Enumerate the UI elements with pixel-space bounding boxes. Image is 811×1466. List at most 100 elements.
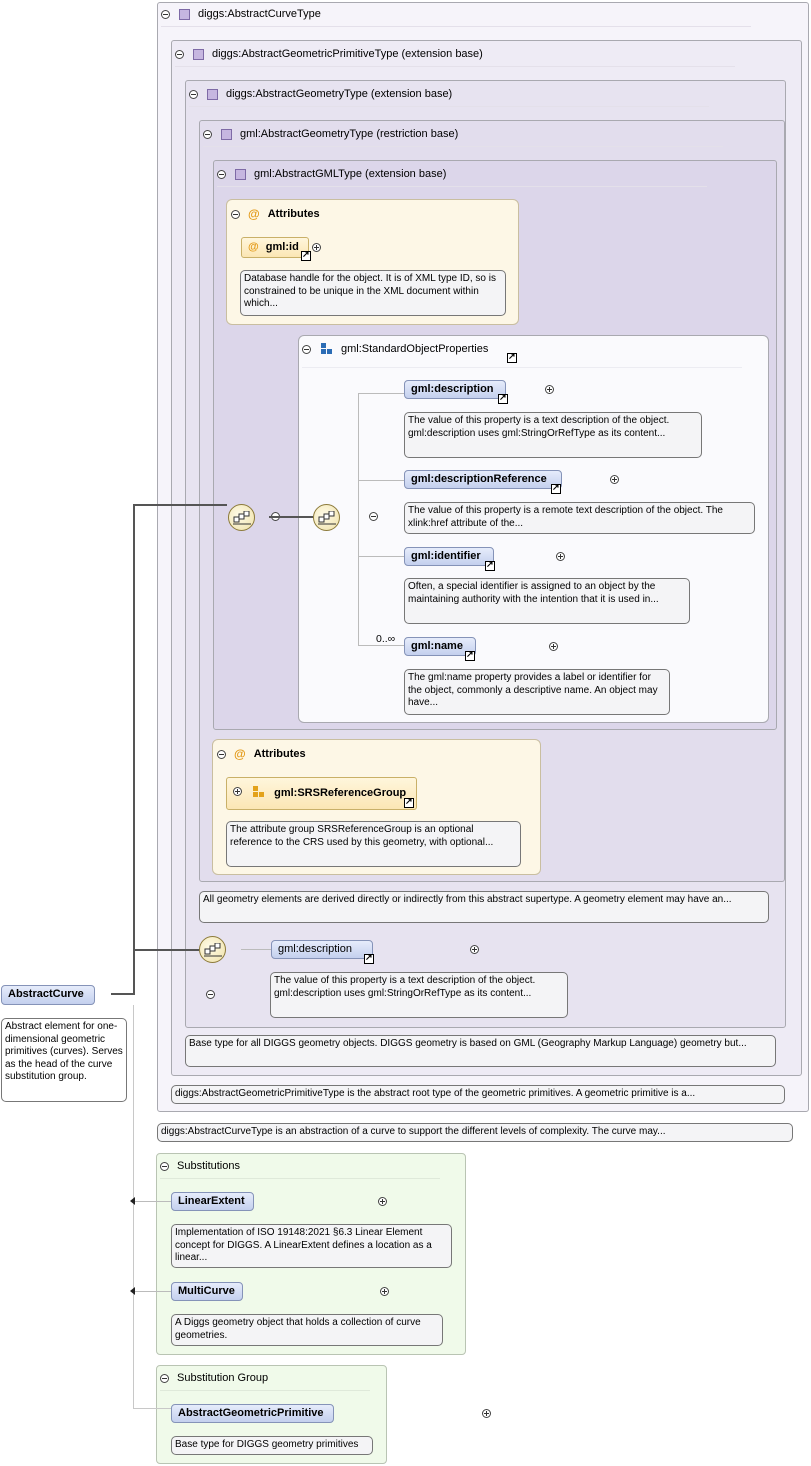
- doc-text: The gml:name property provides a label o…: [408, 672, 658, 708]
- complex-type-icon: [193, 48, 204, 60]
- group-label: gml:StandardObjectProperties: [341, 343, 489, 355]
- type-header-geometric-primitive[interactable]: diggs:AbstractGeometricPrimitiveType (ex…: [175, 48, 483, 60]
- substitution-arrow-icon: [130, 1197, 135, 1205]
- type-label: diggs:AbstractGeometryType (extension ba…: [226, 88, 453, 100]
- type-header-abstract-curve-type[interactable]: diggs:AbstractCurveType: [161, 8, 321, 20]
- connector-line: [133, 504, 199, 506]
- collapse-icon[interactable]: [175, 49, 184, 59]
- linear-extent-doc: Implementation of ISO 19148:2021 §6.3 Li…: [171, 1224, 452, 1268]
- type-header-gml-type[interactable]: gml:AbstractGMLType (extension base): [217, 168, 446, 180]
- element-gml-name[interactable]: gml:name: [404, 637, 476, 656]
- element-gml-identifier[interactable]: gml:identifier: [404, 547, 494, 566]
- complex-type-icon: [207, 88, 218, 100]
- doc-text: Base type for DIGGS geometry primitives: [175, 1439, 359, 1450]
- attributes-header[interactable]: @ Attributes: [217, 747, 306, 761]
- expand-icon[interactable]: [470, 945, 480, 954]
- attribute-name: gml:id: [265, 241, 299, 253]
- sequence-compositor-icon[interactable]: [313, 504, 340, 531]
- collapse-icon[interactable]: [368, 512, 378, 521]
- collapse-icon[interactable]: [160, 1373, 169, 1383]
- expand-icon[interactable]: [233, 787, 242, 796]
- multi-curve-doc: A Diggs geometry object that holds a col…: [171, 1314, 443, 1346]
- connector-line: [199, 504, 227, 506]
- reference-link-icon[interactable]: [498, 392, 508, 404]
- divider: [203, 146, 723, 147]
- doc-text: diggs:AbstractCurveType is an abstractio…: [161, 1126, 666, 1137]
- name-doc: The gml:name property provides a label o…: [404, 669, 670, 715]
- collapse-icon[interactable]: [217, 169, 226, 179]
- doc-text: The value of this property is a text des…: [274, 975, 536, 999]
- element-gml-description-reference[interactable]: gml:descriptionReference: [404, 470, 562, 489]
- type-label: diggs:AbstractCurveType: [198, 8, 321, 20]
- type-label: gml:AbstractGeometryType (restriction ba…: [240, 128, 459, 140]
- collapse-icon[interactable]: [302, 344, 311, 354]
- expand-icon[interactable]: [609, 475, 619, 484]
- group-header[interactable]: gml:StandardObjectProperties: [302, 343, 488, 355]
- connector-line: [133, 949, 199, 951]
- reference-link-icon[interactable]: [465, 649, 475, 661]
- attributes-title: Attributes: [253, 748, 306, 760]
- curve-type-doc: diggs:AbstractCurveType is an abstractio…: [157, 1123, 793, 1142]
- expand-icon[interactable]: [544, 385, 554, 394]
- substitution-connector: [133, 1408, 171, 1409]
- expand-icon[interactable]: [482, 1409, 492, 1418]
- collapse-icon[interactable]: [189, 89, 198, 99]
- substitution-connector: [133, 1005, 134, 1409]
- attribute-gml-id[interactable]: @ gml:id: [241, 237, 309, 258]
- doc-text: The value of this property is a text des…: [408, 415, 670, 439]
- substitution-connector: [135, 1291, 171, 1292]
- collapse-icon[interactable]: [217, 749, 226, 759]
- collapse-icon[interactable]: [231, 209, 240, 219]
- divider: [217, 186, 707, 187]
- element-name: MultiCurve: [178, 1285, 235, 1297]
- element-name: AbstractCurve: [8, 988, 84, 1000]
- connector-line: [269, 516, 313, 518]
- child-connector: [358, 480, 404, 481]
- expand-icon[interactable]: [548, 642, 558, 651]
- doc-text: The attribute group SRSReferenceGroup is…: [230, 824, 494, 848]
- description-reference-doc: The value of this property is a remote t…: [404, 502, 755, 534]
- element-name: LinearExtent: [178, 1195, 245, 1207]
- expand-icon[interactable]: [380, 1287, 390, 1296]
- child-connector: [358, 645, 404, 646]
- gml-geometry-type-doc: All geometry elements are derived direct…: [199, 891, 769, 923]
- sequence-compositor-icon[interactable]: [199, 936, 226, 963]
- collapse-icon[interactable]: [161, 9, 170, 19]
- complex-type-icon: [235, 168, 246, 180]
- substitution-arrow-icon: [130, 1287, 135, 1295]
- reference-link-icon[interactable]: [364, 952, 374, 964]
- reference-link-icon[interactable]: [551, 482, 561, 494]
- attribute-group-name: gml:SRSReferenceGroup: [274, 787, 407, 799]
- element-linear-extent[interactable]: LinearExtent: [171, 1192, 254, 1211]
- substitutions-title: Substitutions: [177, 1160, 240, 1172]
- substitutions-header[interactable]: Substitutions: [160, 1160, 240, 1172]
- element-name: gml:description: [411, 383, 494, 395]
- collapse-icon[interactable]: [203, 129, 212, 139]
- occurrence-label: 0..∞: [376, 633, 396, 645]
- reference-link-icon[interactable]: [404, 796, 414, 808]
- attribute-group-srs-reference[interactable]: gml:SRSReferenceGroup: [226, 777, 417, 810]
- element-gml-description[interactable]: gml:description: [404, 380, 506, 399]
- collapse-icon[interactable]: [160, 1161, 169, 1171]
- doc-text: Implementation of ISO 19148:2021 §6.3 Li…: [175, 1227, 432, 1263]
- expand-icon[interactable]: [378, 1197, 388, 1206]
- attribute-icon: @: [248, 207, 260, 221]
- sequence-compositor-icon[interactable]: [228, 504, 255, 531]
- element-gml-description-diggs[interactable]: gml:description: [271, 940, 373, 959]
- divider: [302, 367, 742, 368]
- substitution-group-header[interactable]: Substitution Group: [160, 1372, 268, 1384]
- reference-link-icon[interactable]: [301, 249, 311, 261]
- attributes-header[interactable]: @ Attributes: [231, 207, 320, 221]
- expand-icon[interactable]: [555, 552, 565, 561]
- type-header-diggs-geometry[interactable]: diggs:AbstractGeometryType (extension ba…: [189, 88, 452, 100]
- type-header-gml-geometry[interactable]: gml:AbstractGeometryType (restriction ba…: [203, 128, 458, 140]
- element-multi-curve[interactable]: MultiCurve: [171, 1282, 243, 1301]
- element-abstract-geometric-primitive[interactable]: AbstractGeometricPrimitive: [171, 1404, 334, 1423]
- reference-link-icon[interactable]: [485, 559, 495, 571]
- doc-text: A Diggs geometry object that holds a col…: [175, 1317, 421, 1341]
- collapse-icon[interactable]: [206, 990, 216, 999]
- expand-icon[interactable]: [312, 243, 321, 252]
- reference-link-icon[interactable]: [507, 351, 517, 363]
- element-abstract-curve[interactable]: AbstractCurve: [1, 985, 95, 1005]
- connector-line: [111, 993, 135, 995]
